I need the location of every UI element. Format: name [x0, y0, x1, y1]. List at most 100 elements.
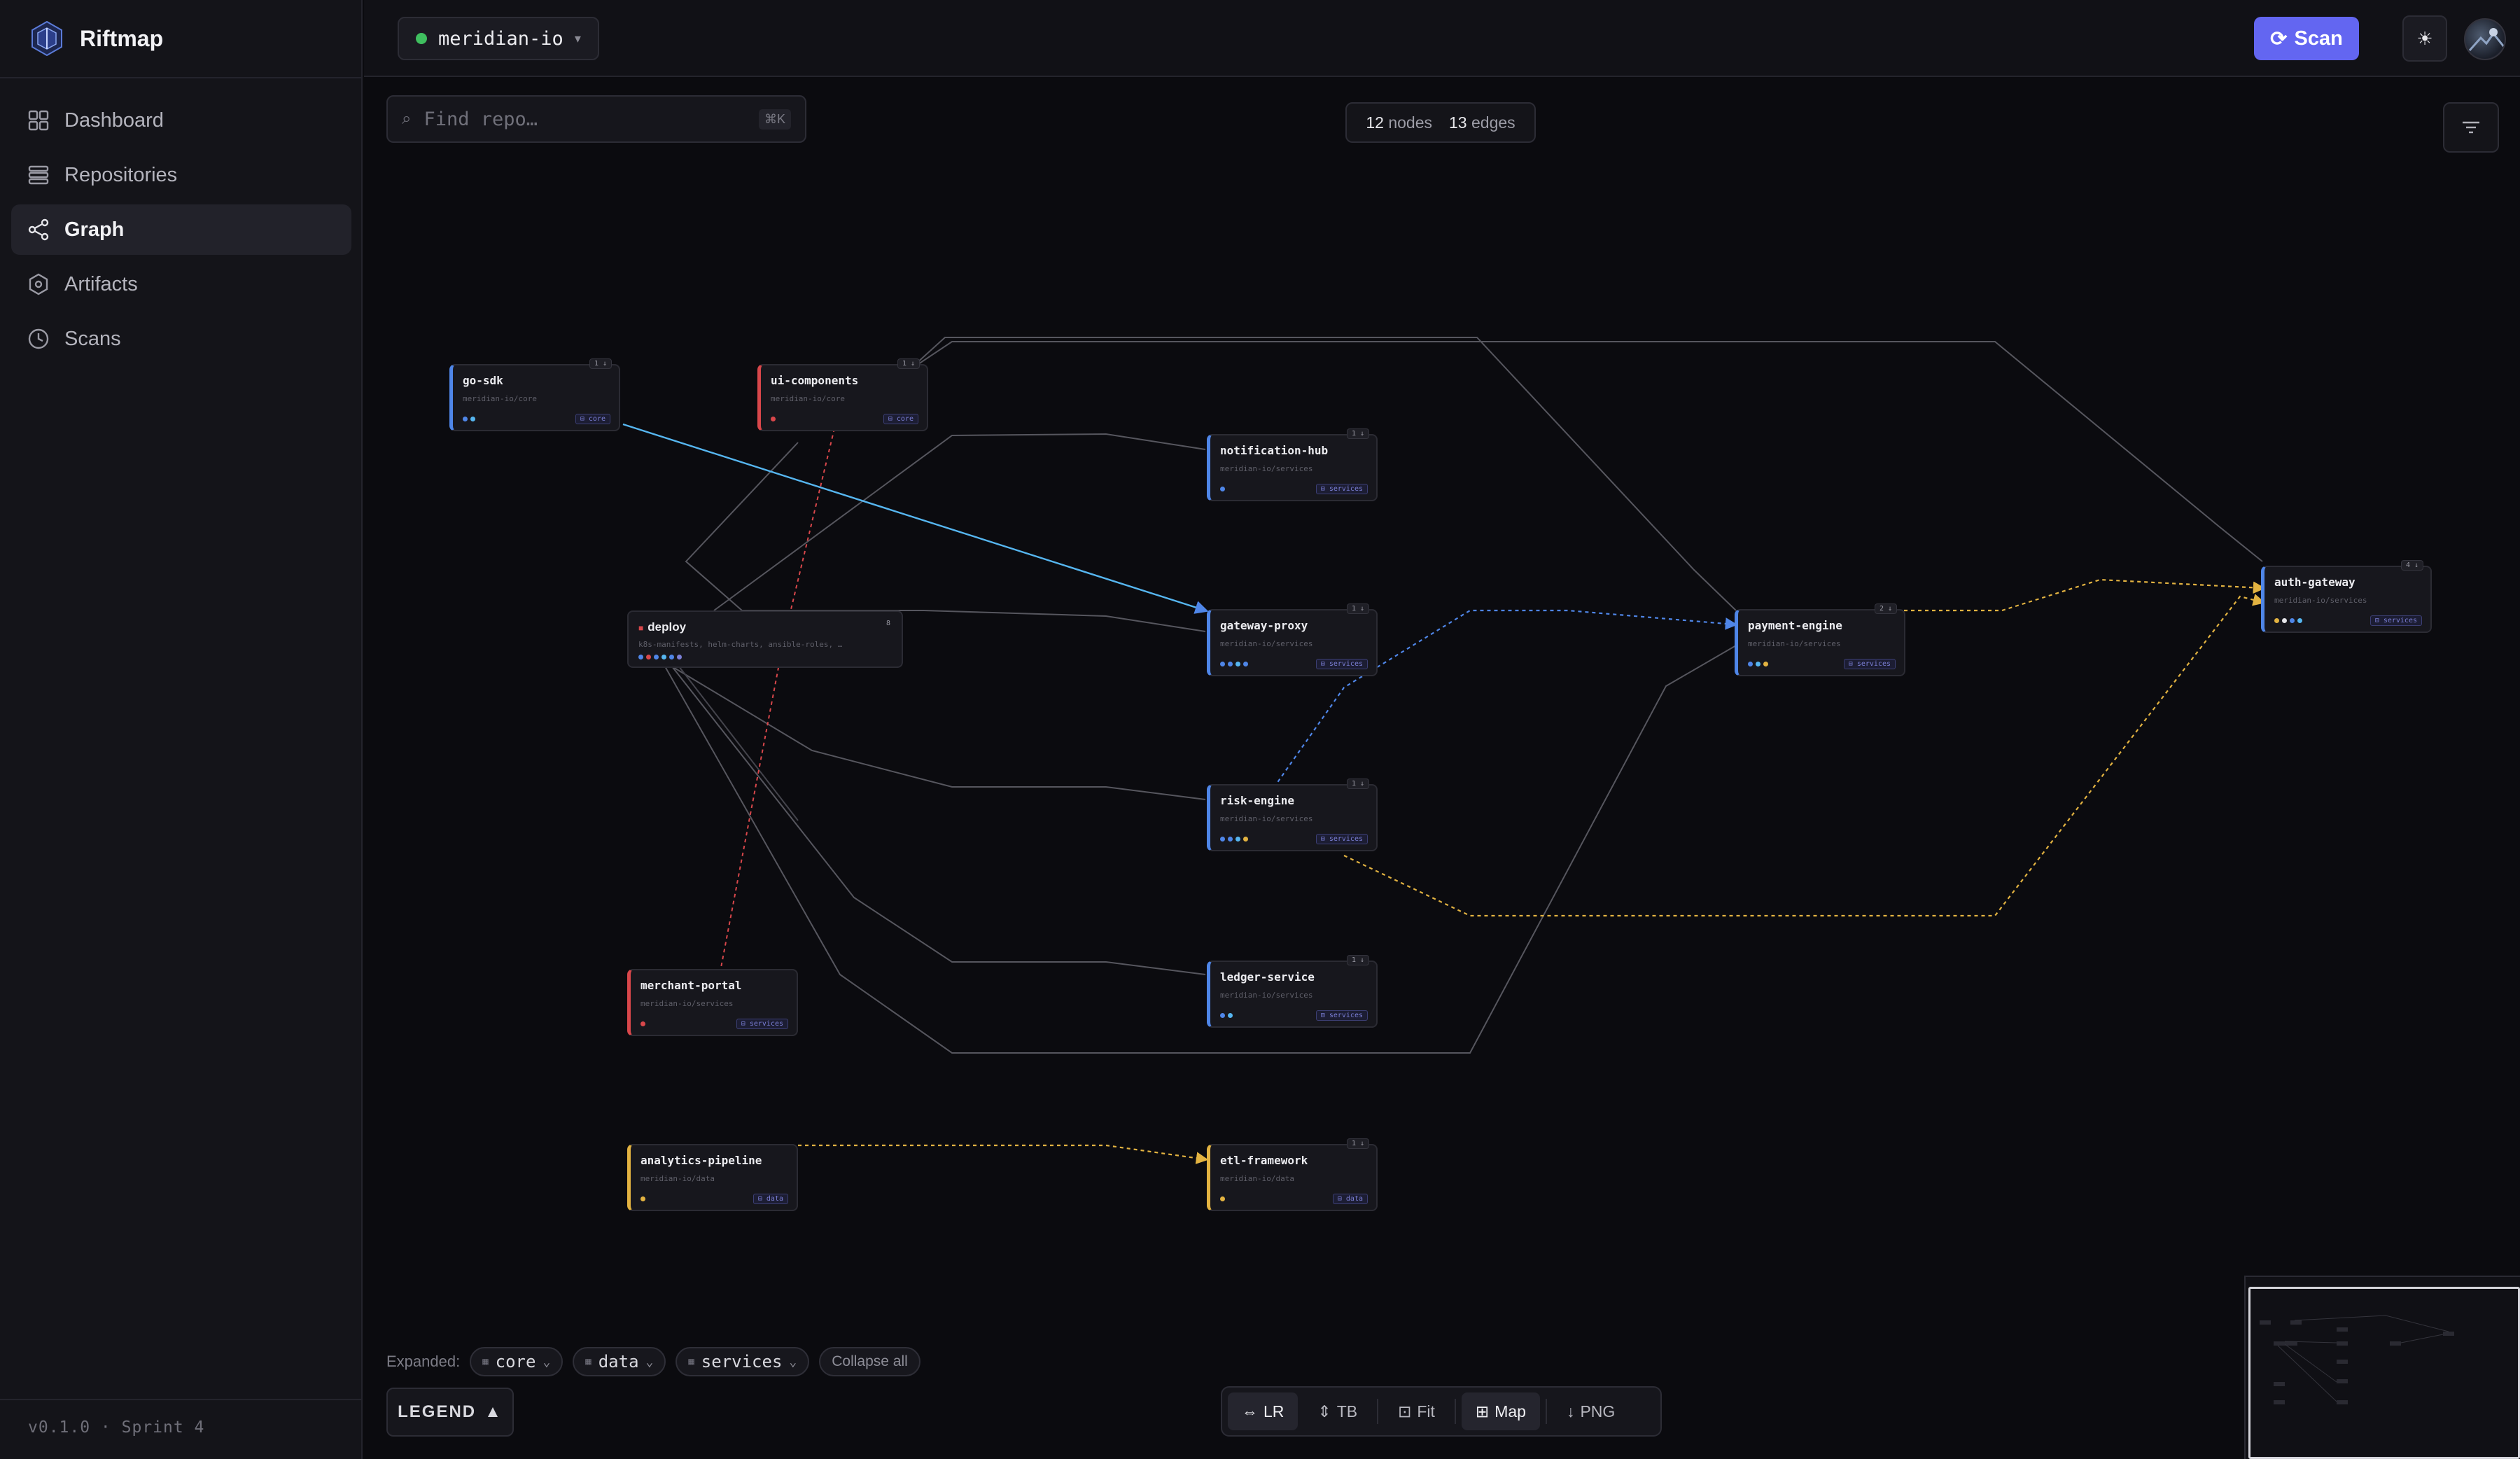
node-group-badge: ⊟ core: [883, 414, 918, 424]
node-path: meridian-io/services: [1220, 639, 1313, 648]
legend-toggle-button[interactable]: LEGEND ▲: [386, 1388, 514, 1437]
nav-item-artifacts[interactable]: Artifacts: [11, 259, 351, 309]
minimap-viewport[interactable]: [2248, 1287, 2520, 1459]
repo-search-input[interactable]: [424, 108, 746, 130]
divider: [0, 1399, 363, 1400]
layout-lr-button[interactable]: ⇔LR: [1228, 1392, 1298, 1430]
chevron-down-icon: ⌄: [789, 1354, 797, 1369]
graph-node-payment-engine[interactable]: payment-engine meridian-io/services ⊟ se…: [1735, 603, 1905, 676]
node-ecosystem-dots: [640, 1021, 645, 1026]
shortcut-hint: ⌘K: [758, 109, 791, 130]
refresh-icon: ⟳: [2270, 27, 2288, 50]
graph-node-ledger-service[interactable]: ledger-service meridian-io/services ⊟ se…: [1207, 955, 1378, 1028]
graph-node-ui-components[interactable]: ui-components meridian-io/core ⊟ core 1 …: [757, 358, 928, 431]
node-name: gateway-proxy: [1220, 619, 1308, 632]
edge: [671, 666, 1206, 800]
nav-label: Graph: [64, 218, 125, 241]
chip-label: data: [598, 1352, 639, 1371]
divider: [1454, 1399, 1456, 1424]
graph-node-notification-hub[interactable]: notification-hub meridian-io/services ⊟ …: [1207, 428, 1378, 501]
node-path: meridian-io/services: [1220, 991, 1313, 1000]
group-chip-data[interactable]: ▦ data ⌄: [573, 1347, 666, 1376]
edge: [678, 666, 799, 821]
node-ecosystem-dots: [2274, 618, 2302, 623]
node-name: notification-hub: [1220, 444, 1329, 457]
avatar-image: [2468, 28, 2505, 51]
export-png-button[interactable]: ↓PNG: [1553, 1392, 1629, 1430]
user-avatar[interactable]: [2464, 18, 2506, 60]
triangle-up-icon: ▲: [484, 1402, 503, 1421]
node-name: risk-engine: [1220, 794, 1294, 807]
topbar: meridian-io ▾ ⟳ Scan ☀: [364, 0, 2520, 77]
nav-item-scans[interactable]: Scans: [11, 314, 351, 364]
node-ecosystem-dots: [1220, 1013, 1233, 1018]
fit-view-button[interactable]: ⊡Fit: [1384, 1392, 1449, 1430]
edge-dashed-yellow: [1343, 594, 2266, 917]
node-ecosystem-dots: [1220, 662, 1248, 666]
group-chip-core[interactable]: ▦ core ⌄: [470, 1347, 564, 1376]
graph-node-go-sdk[interactable]: go-sdk meridian-io/core ⊟ core 1 ↓: [449, 358, 620, 431]
filter-button[interactable]: [2443, 102, 2499, 153]
graph-node-etl-framework[interactable]: etl-framework meridian-io/data ⊟ data 1 …: [1207, 1138, 1378, 1211]
node-path: meridian-io/services: [1220, 814, 1313, 823]
nav-item-dashboard[interactable]: Dashboard: [11, 95, 351, 146]
node-group-badge: ⊟ services: [1315, 484, 1368, 494]
node-count-badge: 1 ↓: [1346, 955, 1369, 965]
node-count-badge: 1 ↓: [1346, 779, 1369, 789]
org-selector[interactable]: meridian-io ▾: [398, 17, 599, 60]
nav-item-graph[interactable]: Graph: [11, 204, 351, 255]
node-count: 12 nodes: [1366, 113, 1432, 132]
node-count-badge: 1 ↓: [1346, 603, 1369, 614]
group-chip-services[interactable]: ▦ services ⌄: [676, 1347, 810, 1376]
graph-toolbar: ⇔LR ⇕TB ⊡Fit ⊞Map ↓PNG: [1221, 1386, 1662, 1437]
graph-node-merchant-portal[interactable]: merchant-portal meridian-io/services ⊟ s…: [627, 969, 798, 1036]
node-group-badge: ⊟ data: [752, 1194, 788, 1204]
collapse-all-button[interactable]: Collapse all: [819, 1347, 920, 1376]
scan-button[interactable]: ⟳ Scan: [2254, 17, 2359, 60]
graph-stats: 12 nodes 13 edges: [1345, 102, 1536, 143]
layout-tb-button[interactable]: ⇕TB: [1303, 1392, 1371, 1430]
graph-node-deploy[interactable]: deploy k8s-manifests, helm-charts, ansib…: [627, 610, 903, 668]
node-ecosystem-dots: [1748, 662, 1768, 666]
nav-item-repositories[interactable]: Repositories: [11, 150, 351, 200]
node-count-badge: 1 ↓: [589, 358, 612, 369]
graph-node-analytics-pipeline[interactable]: analytics-pipeline meridian-io/data ⊟ da…: [627, 1144, 798, 1211]
version-label: v0.1.0 · Sprint 4: [28, 1418, 205, 1437]
status-dot: [416, 33, 427, 44]
node-count-badge: 4 ↓: [2400, 560, 2423, 571]
edge-blue: [622, 423, 1209, 614]
node-name: ledger-service: [1220, 970, 1315, 984]
sun-icon: ☀: [2416, 27, 2433, 49]
nav-label: Scans: [64, 327, 121, 350]
minimap[interactable]: [2244, 1276, 2520, 1459]
expanded-label: Expanded:: [386, 1353, 461, 1370]
node-group-badge: ⊟ services: [1315, 1010, 1368, 1021]
node-ecosystem-dots: [1220, 487, 1225, 491]
tb-label: Map: [1494, 1402, 1526, 1420]
divider: [1377, 1399, 1379, 1424]
node-ecosystem-dots: [1220, 1196, 1225, 1201]
chevron-down-icon: ⌄: [645, 1354, 654, 1369]
minimap-toggle-button[interactable]: ⊞Map: [1461, 1392, 1540, 1430]
node-name: analytics-pipeline: [640, 1154, 762, 1167]
node-name: etl-framework: [1220, 1154, 1308, 1167]
node-ecosystem-dots: [1220, 837, 1248, 842]
share-icon: [28, 218, 49, 241]
graph-node-risk-engine[interactable]: risk-engine meridian-io/services ⊟ servi…: [1207, 779, 1378, 851]
node-count-badge: 2 ↓: [1874, 603, 1897, 614]
brand[interactable]: Riftmap: [28, 20, 163, 57]
divider: [0, 77, 363, 78]
graph-node-gateway-proxy[interactable]: gateway-proxy meridian-io/services ⊟ ser…: [1207, 603, 1378, 676]
repo-search[interactable]: ⌕ ⌘K: [386, 95, 806, 143]
graph-node-auth-gateway[interactable]: auth-gateway meridian-io/services ⊟ serv…: [2261, 560, 2432, 633]
group-icon: ▦: [482, 1356, 489, 1367]
node-path: meridian-io/services: [640, 999, 734, 1008]
node-ecosystem-dots: [463, 417, 475, 421]
node-path: meridian-io/services: [1220, 464, 1313, 473]
edge: [713, 433, 1206, 611]
theme-toggle-button[interactable]: ☀: [2402, 15, 2447, 62]
node-group-badge: ⊟ services: [1315, 659, 1368, 669]
graph-canvas[interactable]: go-sdk meridian-io/core ⊟ core 1 ↓ ui-co…: [364, 78, 2520, 1459]
node-group-badge: ⊟ services: [2370, 615, 2422, 626]
tb-label: TB: [1336, 1402, 1358, 1420]
